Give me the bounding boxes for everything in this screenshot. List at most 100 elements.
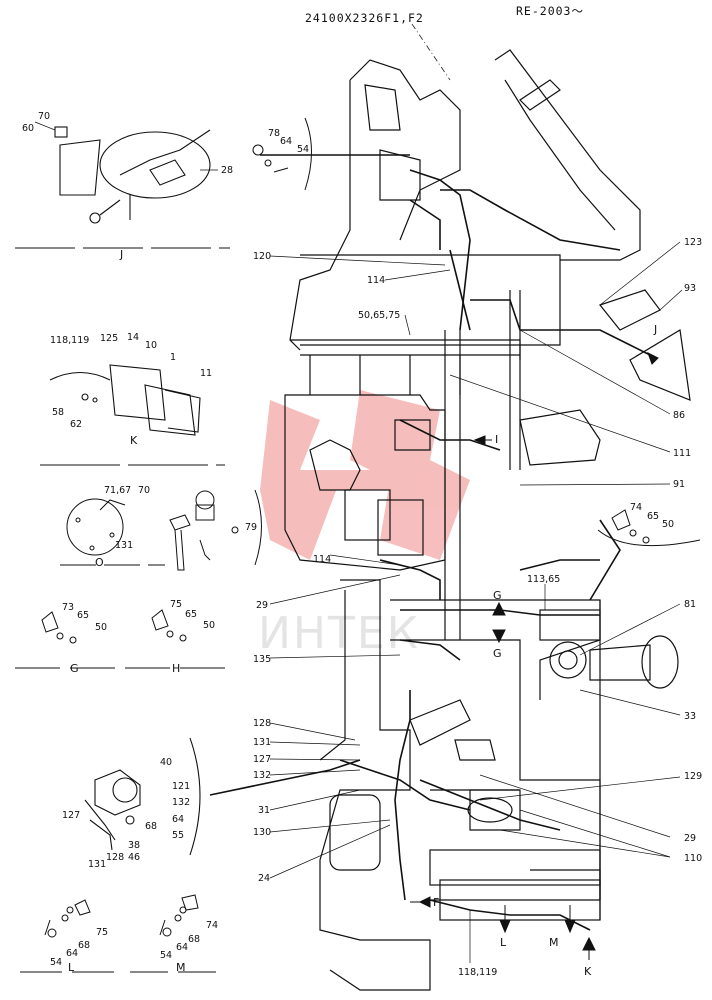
callout-114-mid: 114	[313, 554, 331, 565]
serial-range: RE-2003～	[516, 4, 584, 18]
label-64-l: 64	[66, 948, 78, 959]
callout-118-119: 118,119	[458, 967, 497, 978]
view-l-title: L	[68, 961, 75, 974]
label-50-right: 50	[662, 519, 674, 530]
label-55: 55	[172, 830, 184, 841]
callout-120: 120	[253, 251, 271, 262]
label-14: 14	[127, 332, 139, 343]
callout-86: 86	[673, 410, 685, 421]
marker-k: K	[584, 965, 592, 978]
label-70-o: 70	[138, 485, 150, 496]
callout-leaders-left	[269, 255, 451, 879]
label-71-67: 71,67	[104, 485, 131, 496]
callout-114-top: 114	[367, 275, 385, 286]
callout-81: 81	[684, 599, 696, 610]
view-l	[44, 899, 91, 938]
callout-31: 31	[258, 805, 270, 816]
view-o-title: O	[95, 556, 104, 569]
label-40: 40	[160, 757, 172, 768]
label-65-g: 65	[77, 610, 89, 621]
label-54-top: 54	[297, 144, 309, 155]
callout-110: 110	[684, 853, 702, 864]
watermark	[260, 390, 470, 560]
label-78: 78	[268, 128, 280, 139]
label-79: 79	[245, 522, 257, 533]
label-132-lamp: 132	[172, 797, 190, 808]
label-121: 121	[172, 781, 190, 792]
marker-m: M	[549, 936, 559, 949]
part-code: 24100X2326F1,F2	[305, 11, 424, 25]
label-127-lamp: 127	[62, 810, 80, 821]
view-k-lamp	[49, 364, 201, 436]
marker-l: L	[500, 936, 507, 949]
view-g	[41, 611, 77, 644]
view-j-steering	[54, 126, 211, 224]
marker-f: F	[433, 896, 439, 909]
marker-g-bottom: G	[493, 647, 502, 660]
label-73: 73	[62, 602, 74, 613]
callout-130: 130	[253, 827, 271, 838]
view-h-title: H	[172, 662, 180, 675]
marker-j: J	[653, 323, 657, 336]
callout-127: 127	[253, 754, 271, 765]
view-k-title: K	[130, 434, 138, 447]
label-65-right: 65	[647, 511, 659, 522]
view-lamp-detail	[84, 737, 201, 856]
label-64-top: 64	[280, 136, 292, 147]
label-75-l: 75	[96, 927, 108, 938]
label-58: 58	[52, 407, 64, 418]
callout-33: 33	[684, 711, 696, 722]
label-46: 46	[128, 852, 140, 863]
view-j-title: J	[119, 248, 123, 261]
label-74-right: 74	[630, 502, 642, 513]
label-11: 11	[200, 368, 212, 379]
callout-leaders-right	[449, 241, 683, 963]
label-68-lamp: 68	[145, 821, 157, 832]
marker-i: I	[495, 433, 498, 446]
label-28-j: 28	[221, 165, 233, 176]
label-68-l: 68	[78, 940, 90, 951]
label-128-lamp: 128	[106, 852, 124, 863]
callout-113-65: 113,65	[527, 574, 560, 585]
label-54-m: 54	[160, 950, 172, 961]
marker-g-top: G	[493, 589, 502, 602]
callout-111: 111	[673, 448, 691, 459]
callout-132: 132	[253, 770, 271, 781]
callout-24: 24	[258, 873, 270, 884]
view-mid-switch	[169, 489, 262, 571]
callout-128: 128	[253, 718, 271, 729]
label-50-h: 50	[203, 620, 215, 631]
label-64-lamp: 64	[172, 814, 184, 825]
label-68-m: 68	[188, 934, 200, 945]
label-131-o: 131	[115, 540, 133, 551]
label-125: 125	[100, 333, 118, 344]
callout-123: 123	[684, 237, 702, 248]
view-g-title: G	[70, 662, 79, 675]
callout-91: 91	[673, 479, 685, 490]
label-64-m: 64	[176, 942, 188, 953]
label-50-g: 50	[95, 622, 107, 633]
label-131-lamp: 131	[88, 859, 106, 870]
label-54-l: 54	[50, 957, 62, 968]
arrow-markers	[410, 351, 659, 960]
label-118-119-k: 118,119	[50, 335, 89, 346]
machine-frame	[284, 49, 691, 991]
callout-29-left: 29	[256, 600, 268, 611]
watermark-text: ИНТЕК	[258, 608, 420, 659]
callout-50-65-75: 50,65,75	[358, 310, 400, 321]
label-1: 1	[170, 352, 176, 363]
label-62: 62	[70, 419, 82, 430]
label-10: 10	[145, 340, 157, 351]
callout-93: 93	[684, 283, 696, 294]
callout-129: 129	[684, 771, 702, 782]
label-70-j: 70	[38, 111, 50, 122]
view-small-bolts	[252, 117, 312, 191]
label-65-h: 65	[185, 609, 197, 620]
view-right-bolts	[597, 509, 701, 547]
label-75-h: 75	[170, 599, 182, 610]
view-m	[159, 894, 199, 937]
wire-harness	[209, 154, 651, 931]
view-o	[66, 498, 126, 556]
view-h	[151, 609, 187, 642]
